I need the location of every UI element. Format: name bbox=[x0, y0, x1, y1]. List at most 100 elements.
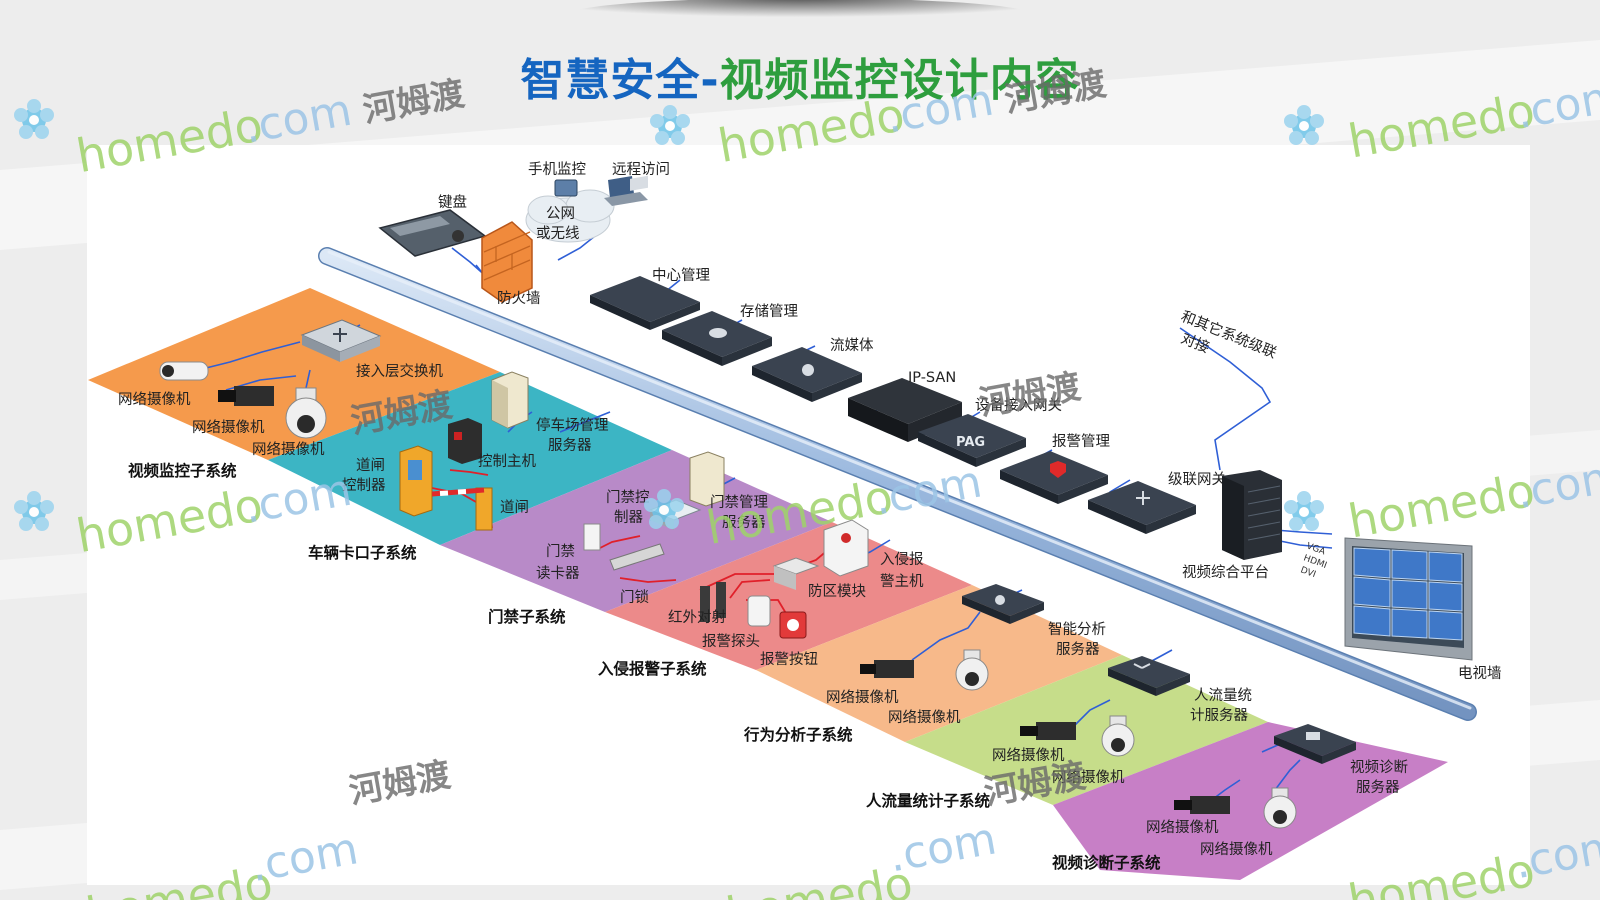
cloud-icon bbox=[525, 189, 615, 243]
zone7-camera2-label: 网络摄像机 bbox=[1200, 841, 1273, 858]
parking-server-icon bbox=[491, 371, 529, 429]
svg-text:河姆渡: 河姆渡 bbox=[1002, 64, 1109, 121]
zone-video-diagnosis bbox=[1053, 722, 1448, 880]
parking-server-label-1: 停车场管理 bbox=[536, 417, 609, 434]
svg-text:.com: .com bbox=[885, 813, 1000, 882]
svg-text:homedo: homedo bbox=[1344, 463, 1538, 549]
access-server-label-1: 门禁管理 bbox=[710, 494, 768, 511]
zone4-title: 入侵报警子系统 bbox=[598, 659, 707, 678]
svg-text:河姆渡: 河姆渡 bbox=[346, 755, 453, 812]
alarm-button-label: 报警按钮 bbox=[760, 651, 818, 668]
control-host-icon bbox=[448, 418, 482, 464]
flow-server-icon bbox=[1108, 656, 1190, 696]
zone6-camera2-label: 网络摄像机 bbox=[1052, 769, 1125, 786]
svg-text:homedo: homedo bbox=[82, 856, 276, 900]
zone-video-surveillance bbox=[88, 288, 500, 460]
watermark-2: homedo .com 河姆渡 bbox=[714, 64, 1109, 173]
laptop-icon bbox=[604, 176, 648, 206]
alarm-management-server-icon bbox=[1000, 451, 1108, 504]
center-management-server-icon bbox=[590, 175, 700, 330]
watermark-1: homedo .com 河姆渡 bbox=[72, 74, 467, 183]
mobile-monitor-label: 手机监控 bbox=[528, 161, 586, 178]
svg-text:.com: .com bbox=[1511, 820, 1600, 889]
alarm-mgmt-label: 报警管理 bbox=[1052, 433, 1110, 450]
watermark-8: homedo .com 河姆渡 bbox=[722, 756, 1088, 900]
svg-text:homedo: homedo bbox=[72, 97, 266, 183]
access-server-icon bbox=[689, 451, 725, 507]
backbone-network-bus bbox=[318, 247, 1477, 721]
flow-server-label-1: 人流量统 bbox=[1194, 687, 1252, 704]
card-reader-label-1: 门禁 bbox=[546, 543, 575, 560]
zone7-camera1-label: 网络摄像机 bbox=[1146, 819, 1219, 836]
pag-text: PAG bbox=[956, 435, 985, 450]
alarm-button-icon bbox=[779, 611, 807, 639]
zone5-title: 行为分析子系统 bbox=[743, 725, 853, 744]
ip-san-label: IP-SAN bbox=[908, 370, 956, 386]
cascade-gateway-icon bbox=[1088, 481, 1196, 534]
infrared-beam-icon bbox=[700, 582, 726, 622]
page-title-part1: 智慧安全- bbox=[520, 55, 720, 106]
storage-management-server-icon bbox=[662, 311, 772, 366]
box-camera-icon bbox=[1174, 796, 1230, 814]
alarm-host-icon bbox=[823, 519, 869, 577]
analysis-server-icon bbox=[962, 584, 1044, 624]
stream-media-label: 流媒体 bbox=[830, 337, 874, 354]
box-camera-icon bbox=[1020, 722, 1076, 740]
pag-gateway-icon bbox=[918, 414, 1026, 467]
zone-people-flow bbox=[905, 655, 1268, 805]
zone7-title: 视频诊断子系统 bbox=[1052, 853, 1161, 872]
zone1-title: 视频监控子系统 bbox=[128, 461, 237, 480]
control-host-label: 控制主机 bbox=[478, 453, 536, 470]
gate-controller-label-1: 道闸 bbox=[356, 457, 385, 474]
svg-text:.com: .com bbox=[240, 85, 355, 154]
gate-controller-icon bbox=[399, 445, 433, 517]
svg-text:homedo: homedo bbox=[1344, 83, 1538, 169]
door-lock-icon bbox=[609, 543, 665, 571]
zone5-camera1-label: 网络摄像机 bbox=[826, 689, 899, 706]
keyboard-icon bbox=[378, 209, 487, 257]
analysis-server-label-1: 智能分析 bbox=[1048, 621, 1106, 638]
svg-text:homedo: homedo bbox=[722, 856, 916, 900]
mobile-phone-icon bbox=[554, 179, 578, 197]
zone2-title: 车辆卡口子系统 bbox=[308, 543, 417, 562]
dome-camera-icon bbox=[1263, 787, 1297, 829]
alarm-host-label-1: 入侵报 bbox=[880, 551, 924, 568]
zone1-switch-label: 接入层交换机 bbox=[356, 362, 443, 380]
svg-text:.com: .com bbox=[1512, 450, 1600, 519]
svg-text:homedo: homedo bbox=[714, 87, 908, 173]
svg-text:.com: .com bbox=[247, 823, 362, 892]
access-ctrl-label-2: 制器 bbox=[614, 509, 643, 526]
center-mgmt-label: 中心管理 bbox=[652, 267, 710, 284]
zone6-title: 人流量统计子系统 bbox=[866, 791, 991, 810]
box-camera-icon bbox=[860, 660, 914, 678]
access-switch-icon bbox=[300, 319, 382, 362]
svg-text:河姆渡: 河姆渡 bbox=[360, 74, 467, 131]
keyboard-label: 键盘 bbox=[438, 193, 467, 211]
svg-text:河姆渡: 河姆渡 bbox=[976, 367, 1083, 424]
zone-access-control bbox=[440, 450, 832, 612]
cascade-gateway-label: 级联网关 bbox=[1168, 471, 1226, 488]
video-platform-rack-icon bbox=[1222, 470, 1282, 560]
barrier-gate-icon bbox=[431, 487, 493, 531]
gate-label: 道闸 bbox=[500, 499, 529, 516]
dome-camera-icon bbox=[955, 649, 989, 691]
zone1-camera1-label: 网络摄像机 bbox=[118, 391, 191, 408]
bullet-camera-icon bbox=[159, 361, 209, 381]
homedo-logo-icon bbox=[14, 99, 1324, 531]
video-platform-label: 视频综合平台 bbox=[1182, 564, 1269, 581]
card-reader-icon bbox=[583, 523, 601, 551]
svg-text:homedo: homedo bbox=[72, 477, 266, 563]
svg-text:homedo: homedo bbox=[1344, 843, 1538, 900]
public-net-label-2: 或无线 bbox=[536, 225, 580, 242]
svg-text:.com: .com bbox=[882, 75, 997, 144]
analysis-server-label-2: 服务器 bbox=[1056, 641, 1100, 658]
page-title: 智慧安全-视频监控设计内容 bbox=[0, 44, 1600, 108]
watermark-3: homedo .com bbox=[1344, 70, 1600, 169]
diagnosis-server-label-2: 服务器 bbox=[1356, 779, 1400, 796]
card-reader-label-2: 读卡器 bbox=[536, 565, 580, 582]
tv-wall-label: 电视墙 bbox=[1458, 665, 1502, 682]
signal-dvi: DVI bbox=[1299, 565, 1317, 580]
page-title-part2: 视频监控设计内容 bbox=[719, 55, 1080, 106]
ir-label: 红外对射 bbox=[668, 609, 726, 626]
watermark-7: homedo .com 河姆渡 bbox=[82, 755, 453, 900]
